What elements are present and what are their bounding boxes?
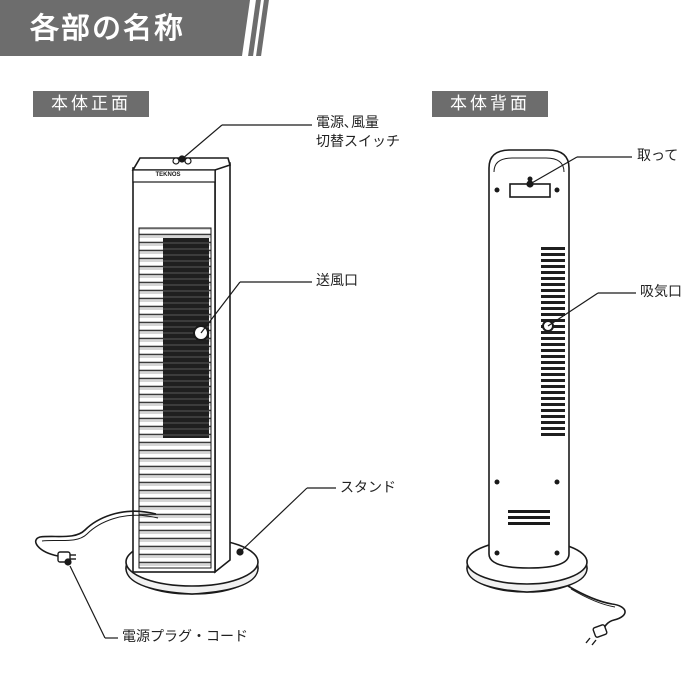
front-unit xyxy=(34,157,259,595)
back-view-badge: 本体背面 xyxy=(432,91,548,117)
label-power-switch-line1: 電源､風量 xyxy=(316,115,379,131)
label-handle: 取って xyxy=(637,148,679,164)
brand-logo: TEKNOS xyxy=(155,172,180,178)
label-power-plug-cord: 電源プラグ・コード xyxy=(122,629,248,645)
label-air-outlet: 送風口 xyxy=(316,273,358,289)
leader-lines xyxy=(64,124,636,639)
page-title: 各部の名称 xyxy=(30,11,186,45)
label-power-switch-line2: 切替スイッチ xyxy=(316,134,400,150)
back-unit xyxy=(466,149,626,646)
front-view-badge: 本体正面 xyxy=(33,91,149,117)
title-bar xyxy=(0,0,250,56)
label-stand: スタンド xyxy=(340,480,396,496)
label-air-intake: 吸気口 xyxy=(640,284,682,300)
